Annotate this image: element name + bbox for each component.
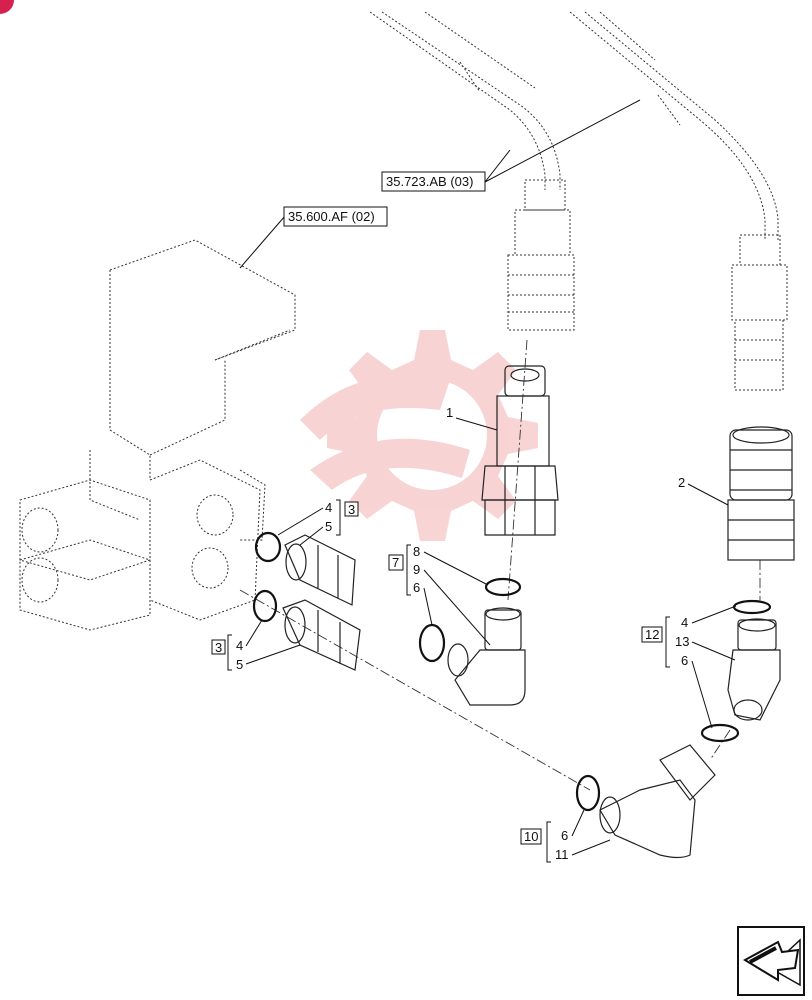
svg-text:4: 4 <box>325 500 332 515</box>
svg-text:7: 7 <box>392 555 399 570</box>
svg-text:13: 13 <box>675 634 689 649</box>
callout-group-7: 7 8 9 6 <box>388 544 491 646</box>
fitting-5-top <box>284 534 356 606</box>
o-ring-4-right <box>732 599 772 615</box>
svg-text:10: 10 <box>524 829 538 844</box>
elbow-fitting-13 <box>727 618 781 721</box>
callout-2: 2 <box>678 475 685 490</box>
reference-35-723[interactable]: 35.723.AB (03) <box>381 171 486 192</box>
svg-text:6: 6 <box>681 653 688 668</box>
elbow-fitting-9 <box>447 607 526 706</box>
svg-text:6: 6 <box>561 828 568 843</box>
svg-text:6: 6 <box>413 580 420 595</box>
valve-block <box>19 239 296 631</box>
callout-group-12: 12 4 13 6 <box>641 605 737 729</box>
fitting-5-lower <box>282 599 361 671</box>
svg-text:3: 3 <box>215 640 222 655</box>
svg-text:9: 9 <box>413 562 420 577</box>
o-ring-4-top <box>254 531 282 563</box>
callout-group-10: 10 6 11 <box>520 809 611 863</box>
corner-marker <box>0 0 14 14</box>
svg-text:35.723.AB (03): 35.723.AB (03) <box>386 174 473 189</box>
svg-text:3: 3 <box>348 502 355 517</box>
o-ring-4-lower <box>252 589 278 623</box>
reference-35-600[interactable]: 35.600.AF (02) <box>283 206 388 227</box>
callout-group-3-lower: 3 4 5 <box>211 619 301 672</box>
previous-page-arrow-icon[interactable] <box>737 926 805 996</box>
svg-text:4: 4 <box>681 615 688 630</box>
svg-text:5: 5 <box>325 519 332 534</box>
callout-1: 1 <box>446 405 453 420</box>
o-ring-6-right <box>700 723 740 743</box>
hose-left <box>369 11 561 190</box>
hose-right <box>569 11 779 240</box>
svg-text:4: 4 <box>236 638 243 653</box>
part-2-coupler <box>727 426 795 561</box>
o-ring-8 <box>484 577 522 597</box>
svg-text:12: 12 <box>645 627 659 642</box>
elbow-fitting-11 <box>599 744 716 859</box>
svg-text:11: 11 <box>555 847 569 862</box>
quick-coupler-upper-left <box>507 179 575 331</box>
callout-group-3-top: 4 5 3 <box>277 499 359 546</box>
part-1-coupler <box>481 365 559 536</box>
svg-text:35.600.AF (02): 35.600.AF (02) <box>288 209 375 224</box>
quick-coupler-upper-right <box>731 234 788 391</box>
svg-text:5: 5 <box>236 657 243 672</box>
svg-text:8: 8 <box>413 544 420 559</box>
watermark-logo <box>300 330 538 541</box>
o-ring-6-bottom <box>575 774 601 812</box>
o-ring-6-center <box>418 623 446 663</box>
